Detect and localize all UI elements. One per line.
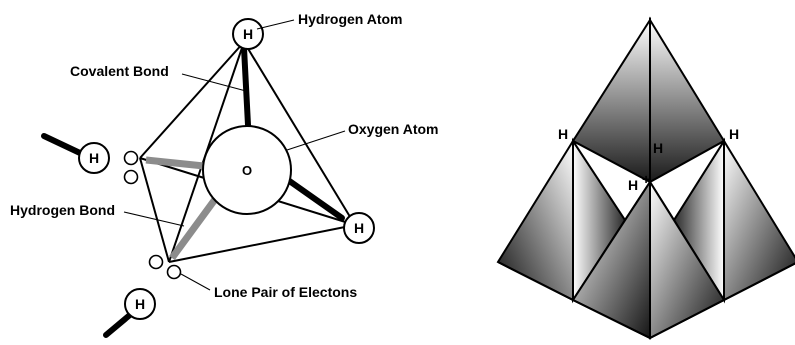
hydrogen-atom-top [232,18,264,50]
vertex-label-right: H [729,126,739,142]
callout-lines [123,19,346,291]
charge-label: + [642,171,650,187]
vertex-label-center: H [653,140,663,156]
label-hydrogen-bond: Hydrogen Bond [10,202,115,218]
hydrogen-bonds [145,156,219,261]
covalent-bonds [241,45,345,221]
hydrogen-atom-right [343,212,375,244]
label-covalent-bond: Covalent Bond [70,63,169,79]
oxygen-atom [202,125,292,215]
pyramid-outline-edges [497,261,795,339]
left-pyramid-outer-face [496,137,574,302]
hydrogen-symbol-neighbor-lower: H [135,296,145,312]
label-oxygen-atom: Oxygen Atom [348,121,439,137]
lone-pair-electrons [123,150,182,280]
oxygen-symbol: O [242,163,252,178]
label-hydrogen-atom: Hydrogen Atom [298,11,402,27]
hydrogen-atom-neighbor-lower [124,288,156,320]
tetrahedral-pyramid-diagram: H H H H + [496,16,795,340]
tetrahedral-water-diagram: O H H H H Hydrogen Atom Covalen [10,11,439,338]
neighbor-bond-lower [103,311,134,338]
hydrogen-symbol-top: H [243,26,253,42]
label-lone-pair: Lone Pair of Electons [214,284,357,300]
neighbor-bond-upper [41,133,83,156]
right-pyramid-outer-face [723,137,795,302]
hydrogen-atom-neighbor-upper [78,142,110,174]
hydrogen-symbol-right: H [354,220,364,236]
vertex-label-bottom: H [628,177,638,193]
hydrogen-symbol-neighbor-upper: H [89,150,99,166]
vertex-label-left: H [558,126,568,142]
